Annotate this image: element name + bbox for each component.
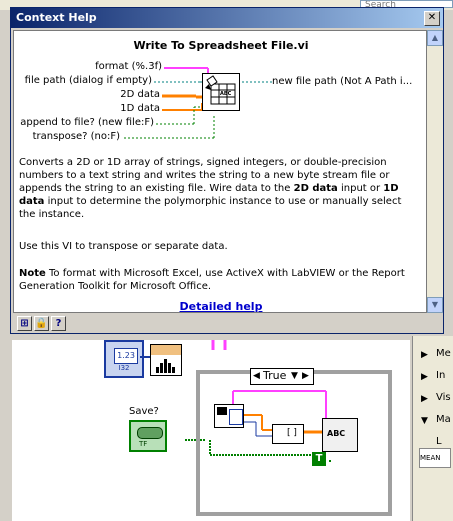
palette-category-item[interactable]: ▶ Vis xyxy=(413,388,453,410)
input-terminal-label: file path (dialog if empty) xyxy=(24,75,152,86)
numeric-control[interactable]: 1.23 I32 xyxy=(104,340,144,378)
left-scrollbar[interactable] xyxy=(0,340,12,521)
expand-arrow-icon: ▼ xyxy=(421,416,428,426)
detailed-help-link[interactable]: Detailed help xyxy=(179,300,263,313)
input-terminal-label: 2D data xyxy=(120,89,160,100)
palette-category-label: Ma xyxy=(436,414,451,425)
palette-category-label: Me xyxy=(436,348,451,359)
expand-arrow-icon: ▶ xyxy=(421,350,428,360)
case-dropdown-icon[interactable]: ▼ xyxy=(291,371,298,381)
palette-box[interactable]: MEAN xyxy=(419,448,451,468)
scroll-up-button[interactable]: ▲ xyxy=(427,30,443,46)
description-paragraph-1: Converts a 2D or 1D array of strings, si… xyxy=(19,157,402,220)
bundle-text: ABC xyxy=(327,429,346,438)
decrement-case-icon[interactable]: ◀ xyxy=(253,371,260,381)
description-paragraph-3: Note To format with Microsoft Excel, use… xyxy=(19,268,405,292)
write-to-spreadsheet-node[interactable]: ABC xyxy=(322,418,358,452)
scroll-down-button[interactable]: ▼ xyxy=(427,297,443,313)
window-title: Context Help xyxy=(16,11,97,24)
help-toolbar: ⊞ 🔒 ? xyxy=(13,315,443,333)
true-constant[interactable]: T xyxy=(312,452,326,466)
description-paragraph-2: Use this VI to transpose or separate dat… xyxy=(19,241,228,252)
expand-arrow-icon: ▶ xyxy=(421,372,428,382)
vertical-scrollbar[interactable]: ▲ ▼ xyxy=(427,30,443,313)
case-selector[interactable]: ◀ True ▼ ▶ xyxy=(250,368,314,385)
title-bar[interactable]: Context Help ✕ xyxy=(11,8,443,28)
array-glyph: [ ] xyxy=(287,428,297,438)
close-button[interactable]: ✕ xyxy=(424,11,440,26)
output-label: new file path (Not A Path i... xyxy=(272,76,413,87)
input-terminal-label: 1D data xyxy=(120,103,160,114)
save-boolean-control[interactable]: TF xyxy=(129,420,167,452)
arrow-icon xyxy=(217,407,227,415)
context-help-window[interactable]: Context Help ✕ Write To Spreadsheet File… xyxy=(10,7,444,334)
expand-arrow-icon: ▶ xyxy=(421,394,428,404)
palette-category-label: In xyxy=(436,370,446,381)
build-array-node[interactable]: [ ] xyxy=(272,424,304,444)
palette-category-item[interactable]: ▼ Ma xyxy=(413,410,453,432)
case-selector-label: True xyxy=(263,369,287,382)
lock-help-button[interactable]: 🔒 xyxy=(34,316,49,331)
increment-case-icon[interactable]: ▶ xyxy=(302,371,309,381)
statistics-express-vi[interactable] xyxy=(150,344,182,376)
vi-name: Write To Spreadsheet File.vi xyxy=(133,39,309,52)
input-terminal-label: transpose? (no:F) xyxy=(32,131,120,142)
background-toolbar xyxy=(0,0,453,10)
palette-category-label: Vis xyxy=(436,392,451,403)
toggle-icon xyxy=(137,427,163,439)
histogram-icon xyxy=(156,359,175,373)
numeric-type-label: I32 xyxy=(118,364,130,372)
detailed-help-button[interactable]: ? xyxy=(51,316,66,331)
numeric-display: 1.23 xyxy=(114,348,138,364)
help-content: Write To Spreadsheet File.vi xyxy=(13,30,427,313)
array-icon xyxy=(229,409,243,425)
input-terminal-label: append to file? (new file:F) xyxy=(20,117,154,128)
number-to-string-node[interactable] xyxy=(214,404,244,428)
icon-text: ABC xyxy=(220,91,232,97)
save-label: Save? xyxy=(129,406,159,417)
palette-category-item[interactable]: ▶ Me xyxy=(413,344,453,366)
wire-layer xyxy=(140,340,331,462)
spreadsheet-pencil-icon xyxy=(205,75,236,105)
palette-category-label: L xyxy=(436,436,442,447)
input-terminal-label: format (%.3f) xyxy=(95,61,162,72)
vi-icon: ABC xyxy=(202,73,240,111)
express-vi-header-icon xyxy=(151,345,181,355)
bool-type-label: TF xyxy=(139,440,148,448)
palette-category-item[interactable]: L xyxy=(413,432,453,454)
show-optional-terminals-button[interactable]: ⊞ xyxy=(17,316,32,331)
palette-category-item[interactable]: ▶ In xyxy=(413,366,453,388)
block-diagram[interactable]: 1.23 I32 ◀ True ▼ ▶ S xyxy=(0,340,410,521)
